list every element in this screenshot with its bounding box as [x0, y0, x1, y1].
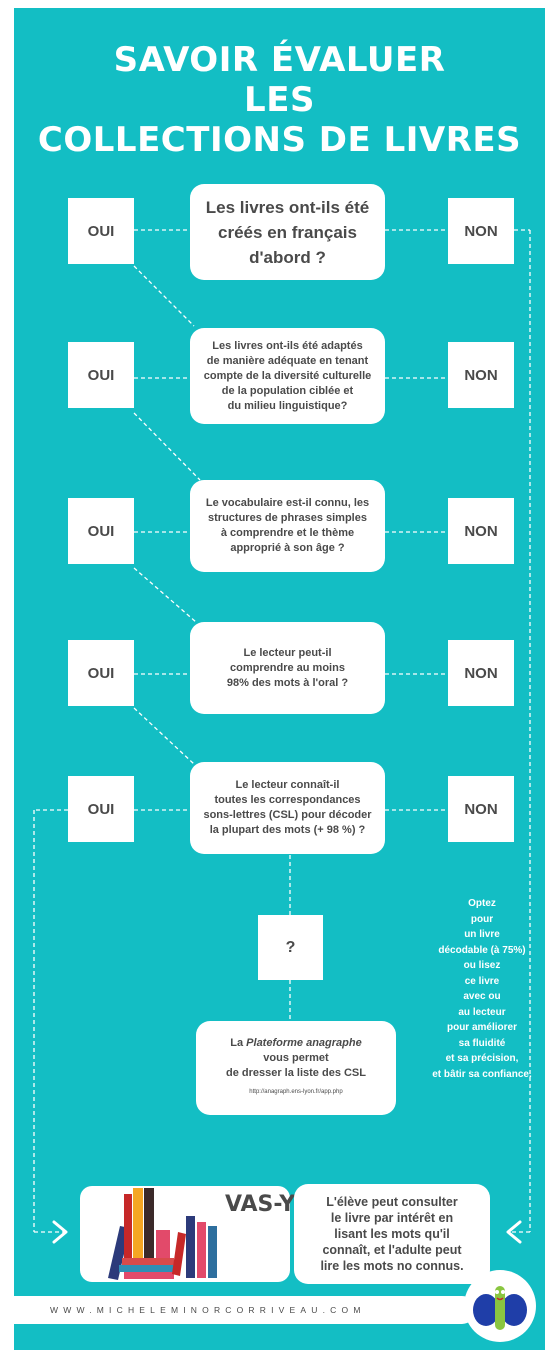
platform-url[interactable]: http://anagraph.ens-lyon.fr/app.php	[249, 1089, 343, 1095]
student-box: L'élève peut consulter le livre par inté…	[294, 1184, 490, 1284]
question-line: créés en français	[218, 222, 357, 242]
question-box-5: Le lecteur connaît-il toutes les corresp…	[190, 762, 385, 854]
student-line: le livre par intérêt en	[330, 1211, 454, 1225]
advice-line: et sa précision,	[445, 1053, 519, 1064]
question-box-3: Le vocabulaire est-il connu, les structu…	[190, 480, 385, 572]
student-line: lire les mots no connus.	[320, 1259, 464, 1273]
logo	[464, 1270, 536, 1342]
arrow-right-icon	[52, 1220, 68, 1244]
question-line: du milieu linguistique?	[227, 399, 348, 412]
question-box-1: Les livres ont-ils été créés en français…	[190, 184, 385, 280]
website-link[interactable]: WWW.MICHELEMINORCORRIVEAU.COM	[50, 1305, 366, 1315]
yes-box-3: OUI	[68, 498, 134, 564]
advice-line: et bâtir sa confiance.	[432, 1068, 532, 1080]
advice-line: pour	[470, 913, 494, 925]
no-label: NON	[464, 366, 498, 384]
yes-label: OUI	[87, 522, 115, 540]
question-line: sons-lettres (CSL) pour décoder	[203, 809, 372, 821]
no-box-2: NON	[448, 342, 514, 408]
yes-label: OUI	[87, 366, 115, 384]
title-line-2: LES	[244, 80, 315, 120]
no-box-1: NON	[448, 198, 514, 264]
question-line: Le lecteur peut-il	[243, 646, 332, 659]
question-line: 98% des mots à l'oral ?	[226, 676, 349, 689]
no-box-3: NON	[448, 498, 514, 564]
no-label: NON	[464, 800, 498, 818]
platform-prefix: La	[230, 1037, 247, 1049]
question-line: approprié à son âge ?	[230, 542, 345, 554]
advice-line: sa fluidité	[458, 1037, 506, 1049]
question-line: Le lecteur connaît-il	[235, 779, 340, 791]
yes-box-4: OUI	[68, 640, 134, 706]
advice-line: décodable (à 75%)	[438, 944, 526, 956]
advice-text: Optez pour un livre décodable (à 75%) ou…	[419, 896, 545, 1082]
books-icon	[108, 1188, 217, 1280]
no-label: NON	[464, 222, 498, 240]
no-label: NON	[464, 664, 498, 682]
poster-title: SAVOIR ÉVALUER LES COLLECTIONS DE LIVRES	[14, 40, 545, 160]
advice-line: pour améliorer	[446, 1022, 518, 1033]
no-label: NON	[464, 522, 498, 540]
footer-bar: WWW.MICHELEMINORCORRIVEAU.COM	[14, 1296, 476, 1324]
question-line: de la population ciblée et	[221, 384, 354, 397]
question-line: toutes les correspondances	[214, 794, 361, 806]
question-line: compte de la diversité culturelle	[203, 369, 372, 382]
yes-label: OUI	[87, 800, 115, 818]
platform-line-1: La Plateforme anagraphe	[226, 1036, 366, 1051]
flow-connectors	[33, 229, 531, 1244]
platform-name: Plateforme anagraphe	[246, 1037, 362, 1049]
yes-label: OUI	[87, 222, 115, 240]
yes-box-1: OUI	[68, 198, 134, 264]
no-box-4: NON	[448, 640, 514, 706]
question-line: d'abord ?	[249, 247, 326, 267]
question-box-4: Le lecteur peut-il comprendre au moins 9…	[190, 622, 385, 714]
title-line-3: COLLECTIONS DE LIVRES	[37, 120, 522, 160]
question-line: structures de phrases simples	[208, 512, 367, 524]
question-line: à comprendre et le thème	[220, 527, 355, 539]
platform-line-3: de dresser la liste des CSL	[225, 1067, 366, 1079]
question-line: de manière adéquate en tenant	[206, 354, 369, 367]
question-line: Le vocabulaire est-il connu, les	[205, 497, 370, 509]
question-box-2: Les livres ont-ils été adaptés de manièr…	[190, 328, 385, 424]
question-line: Les livres ont-ils été	[205, 197, 370, 217]
advice-line: un livre	[464, 929, 500, 940]
yes-label: OUI	[87, 664, 115, 682]
no-box-5: NON	[448, 776, 514, 842]
student-line: connaît, et l'adulte peut	[322, 1243, 462, 1257]
question-mark: ?	[285, 938, 296, 956]
yes-box-2: OUI	[68, 342, 134, 408]
unknown-box: ?	[258, 915, 323, 980]
question-line: Les livres ont-ils été adaptés	[212, 339, 363, 352]
yes-box-5: OUI	[68, 776, 134, 842]
infographic: SAVOIR ÉVALUER LES COLLECTIONS DE LIVRES	[14, 8, 545, 1350]
advice-line: Optez	[468, 898, 496, 909]
advice-line: au lecteur	[458, 1006, 506, 1018]
student-line: L'élève peut consulter	[326, 1195, 458, 1209]
title-line-1: SAVOIR ÉVALUER	[113, 40, 446, 80]
platform-box: La Plateforme anagraphe vous permet de d…	[196, 1021, 396, 1115]
advice-line: avec ou	[463, 991, 501, 1002]
arrow-left-icon	[506, 1220, 522, 1244]
student-line: lisant les mots qu'il	[334, 1227, 450, 1241]
question-line: la plupart des mots (+ 98 %) ?	[209, 824, 366, 836]
logo-icon	[473, 1286, 527, 1330]
question-line: comprendre au moins	[230, 661, 345, 674]
advice-line: ce livre	[464, 975, 500, 987]
platform-line-2: vous permet	[263, 1052, 329, 1064]
go-box: VAS-Y !	[80, 1186, 313, 1282]
advice-line: ou lisez	[463, 960, 501, 971]
